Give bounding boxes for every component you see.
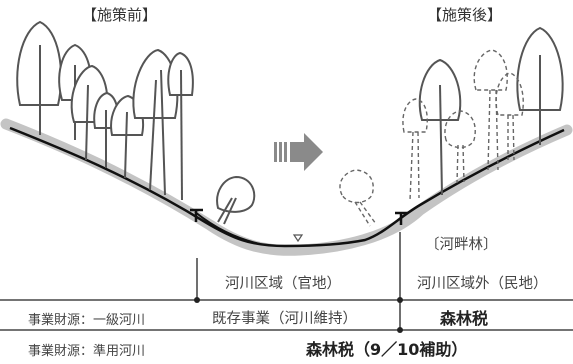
existing-project-label: 既存事業（河川維持） xyxy=(212,311,357,327)
tree-icon xyxy=(16,20,63,135)
funding-semi-label: 事業財源：準用河川 xyxy=(28,344,146,359)
outside-area-label: 河川区域外（民地） xyxy=(417,276,548,292)
boundary-marker-left xyxy=(190,208,203,222)
water-level-marker xyxy=(292,234,304,243)
tree-icon xyxy=(167,51,194,201)
planted-trees xyxy=(339,49,524,227)
funding-class1-label: 事業財源：一級河川 xyxy=(28,313,146,328)
ground-band xyxy=(0,118,573,256)
after-title: 【施策後】 xyxy=(427,6,503,24)
table-node xyxy=(397,297,403,303)
dashed-tree-icon xyxy=(495,72,524,161)
before-title: 【施策前】 xyxy=(82,6,158,24)
trees-after xyxy=(418,26,564,196)
table-lines xyxy=(0,232,573,331)
tree-icon xyxy=(132,48,179,196)
forest-tax-label: 森林税 xyxy=(440,309,489,328)
trees-before xyxy=(16,20,256,225)
tree-icon xyxy=(516,26,564,145)
dashed-tree-icon xyxy=(444,110,476,184)
dashed-tree-icon xyxy=(339,169,377,227)
forest-tax-subsidy-label: 森林税（9／10補助） xyxy=(306,340,468,359)
riparian-forest-label: 〔河畔林〕 xyxy=(425,237,498,253)
table-node xyxy=(397,327,403,333)
boundary-marker-right xyxy=(395,211,408,225)
dashed-tree-icon xyxy=(473,49,508,171)
bank-line xyxy=(194,211,261,245)
tree-icon xyxy=(216,175,256,225)
river-area-label: 河川区域（官地） xyxy=(225,276,341,292)
table-node xyxy=(194,297,200,303)
ground-line xyxy=(9,126,565,248)
process-arrow-icon xyxy=(274,133,323,171)
dashed-tree-icon xyxy=(402,98,428,201)
tree-icon xyxy=(418,58,462,196)
